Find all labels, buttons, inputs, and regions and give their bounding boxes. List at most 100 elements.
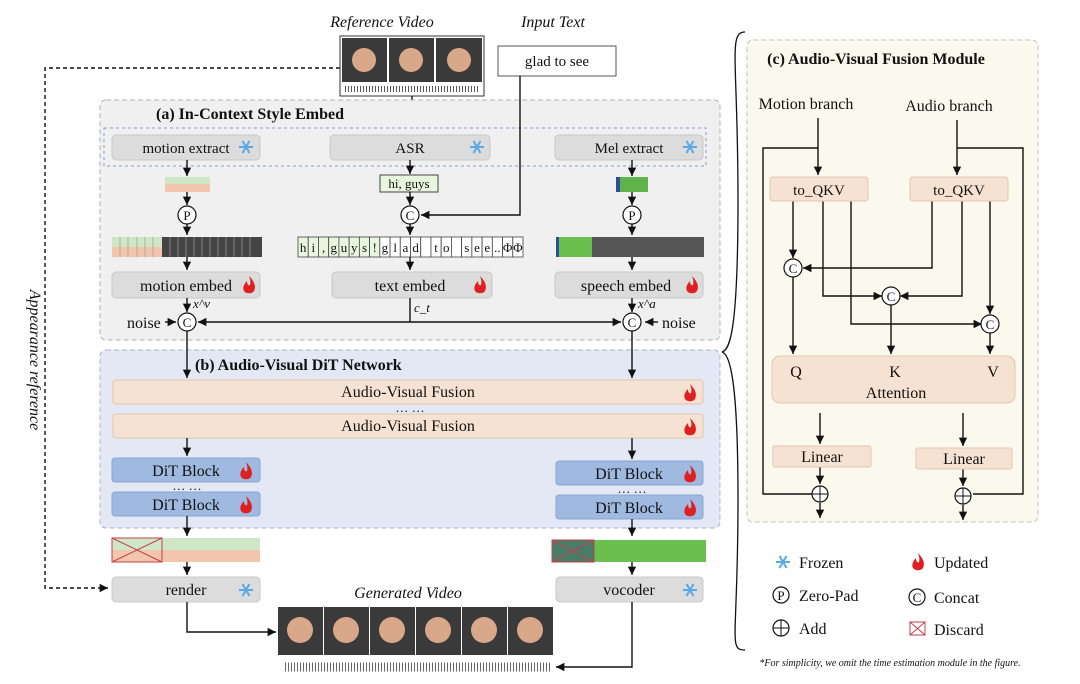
fusion-label: Audio-Visual Fusion <box>341 384 475 401</box>
linear-label: Linear <box>943 451 985 468</box>
add-icon <box>772 619 790 637</box>
xa-label: x^a <box>637 296 656 311</box>
noise-label-audio: noise <box>662 315 696 332</box>
discard-icon <box>909 621 926 636</box>
text-token: y <box>351 240 358 255</box>
concat-icon: C <box>980 314 1000 334</box>
asr-label: ASR <box>395 141 424 157</box>
padded-mel-sequence <box>556 237 704 257</box>
text-token: .. <box>494 240 501 255</box>
to-qkv-motion <box>769 176 869 202</box>
svg-text:C: C <box>628 315 637 330</box>
dit-block-label: DiT Block <box>152 497 220 514</box>
dit-block-motion-2 <box>111 491 261 517</box>
dit-block-motion-1 <box>111 457 261 483</box>
text-token: g <box>331 240 338 255</box>
generated-video-frames <box>278 607 553 655</box>
ct-label: c_t <box>414 300 430 315</box>
text-token: t <box>434 240 438 255</box>
text-embed-label: text embed <box>375 278 446 295</box>
k-label: K <box>889 364 901 381</box>
ellipsis: … … <box>395 400 424 415</box>
render-label: render <box>166 582 208 599</box>
panel-c-title: (c) Audio-Visual Fusion Module <box>767 51 985 68</box>
svg-text:C: C <box>887 289 896 304</box>
input-text-value: glad to see <box>525 54 589 70</box>
motion-extract-label: motion extract <box>142 141 230 157</box>
legend: Frozen Updated P Zero-Pad C Concat Add D… <box>772 553 988 639</box>
svg-text:P: P <box>628 208 635 223</box>
mel-feature-strip <box>616 177 648 192</box>
svg-text:C: C <box>406 208 415 223</box>
motion-feature-strip <box>165 177 210 192</box>
to-qkv-label: to_QKV <box>933 183 985 199</box>
text-token: s <box>464 240 469 255</box>
text-token: l <box>393 240 397 255</box>
text-token: h <box>300 240 307 255</box>
reference-video-frames <box>339 35 485 97</box>
zero-pad-icon: P <box>177 205 197 225</box>
legend-frozen: Frozen <box>799 555 843 572</box>
vocoder-label: vocoder <box>603 582 655 599</box>
panel-b-title: (b) Audio-Visual DiT Network <box>195 357 402 374</box>
concat-icon: C <box>783 258 803 278</box>
add-icon <box>954 487 972 505</box>
audio-visual-fusion-1 <box>112 379 704 405</box>
dit-block-label: DiT Block <box>152 463 220 480</box>
concat-icon: C <box>622 312 642 332</box>
asr-output-box <box>379 174 439 193</box>
dit-block-label: DiT Block <box>595 466 663 483</box>
text-token: s <box>362 240 367 255</box>
text-token: Φ <box>503 240 513 255</box>
noise-label-motion: noise <box>127 315 161 332</box>
svg-text:C: C <box>183 315 192 330</box>
attention-box <box>771 355 1016 404</box>
motion-embed-label: motion embed <box>140 278 232 295</box>
concat-icon: C <box>881 286 901 306</box>
snowflake-icon <box>775 555 791 569</box>
render-box <box>111 576 261 603</box>
audio-visual-fusion-2 <box>112 413 704 439</box>
motion-output-strip <box>111 537 260 563</box>
text-token: e <box>474 240 480 255</box>
q-label: Q <box>790 364 802 381</box>
concat-icon: C <box>400 205 420 225</box>
input-text-label: Input Text <box>520 14 585 31</box>
speech-embed-label: speech embed <box>581 278 671 295</box>
attention-label: Attention <box>866 385 926 402</box>
text-token: u <box>341 240 348 255</box>
face <box>379 617 405 643</box>
face <box>517 617 543 643</box>
svg-text:C: C <box>986 317 995 332</box>
text-embed-box <box>331 271 493 299</box>
text-token-cell <box>420 236 432 258</box>
ellipsis: … … <box>617 481 646 496</box>
appearance-reference-arrow <box>44 67 340 593</box>
audio-branch-label: Audio branch <box>905 98 993 115</box>
add-icon <box>811 485 829 503</box>
to-qkv-audio <box>909 176 1009 202</box>
fusion-label: Audio-Visual Fusion <box>341 418 475 435</box>
text-token: ! <box>373 240 377 255</box>
input-text-box <box>497 45 617 77</box>
face <box>471 617 497 643</box>
text-token: e <box>484 240 490 255</box>
text-token-cell <box>451 236 463 258</box>
face <box>425 617 451 643</box>
panel-a-title: (a) In-Context Style Embed <box>156 106 344 123</box>
legend-updated: Updated <box>934 555 988 572</box>
zero-pad-icon: P <box>772 586 790 604</box>
footnote: *For simplicity, we omit the time estima… <box>759 658 1020 669</box>
speech-embed-box <box>554 271 704 299</box>
concat-icon: C <box>177 312 197 332</box>
legend-discard: Discard <box>934 622 984 639</box>
appearance-reference-label: Appearance reference <box>26 289 43 431</box>
legend-zero-pad: Zero-Pad <box>799 588 859 605</box>
text-token: o <box>443 240 450 255</box>
text-token: d <box>412 240 419 255</box>
face <box>287 617 313 643</box>
mel-output-strip <box>551 539 706 563</box>
